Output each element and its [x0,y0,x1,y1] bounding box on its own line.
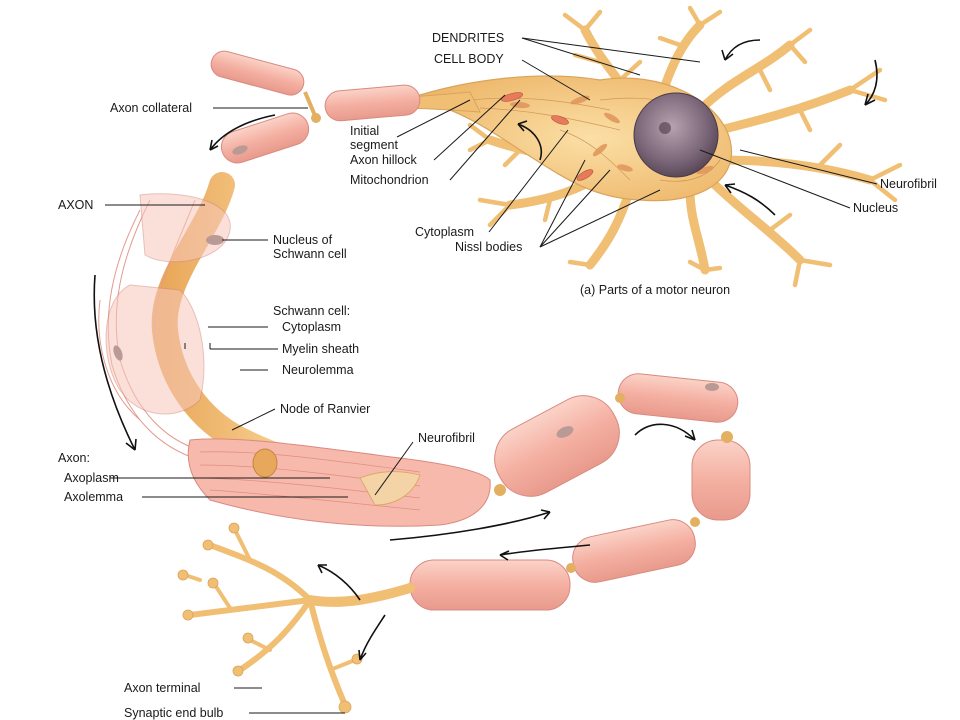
leader-lines [105,37,878,714]
schwann-nucleus-lower [113,345,123,361]
label-schwann-cell: Schwann cell: [273,304,350,318]
schwann-nuclei-upper [232,145,248,155]
nissl-bodies [510,95,714,175]
label-mitochondrion: Mitochondrion [350,173,429,187]
neurofibril-fan [359,471,421,506]
label-nucleus-of-schwann-2: Schwann cell [273,247,347,261]
label-nucleus: Nucleus [853,201,898,215]
myelin-segments-lower [409,373,751,611]
impulse-direction-arrows [93,39,878,661]
schwann-cell-upper [139,193,231,263]
label-initial-segment-1: Initial [350,124,379,138]
label-axon-collateral: Axon collateral [110,101,192,115]
label-axolemma: Axolemma [64,490,123,504]
label-axoplasm: Axoplasm [64,471,119,485]
label-node-of-ranvier: Node of Ranvier [280,402,370,416]
label-nucleus-of-schwann-1: Nucleus of [273,233,333,247]
nucleus [633,92,719,178]
schwann-nuclei-lower [556,383,719,438]
label-synaptic-end-bulb: Synaptic end bulb [124,706,223,720]
label-cytoplasm: Cytoplasm [282,320,341,334]
label-dendrites: DENDRITES [432,31,504,45]
mitochondria [501,92,594,181]
label-neurofibril-mid: Neurofibril [418,431,475,445]
labels: DENDRITES CELL BODY Axon collateral Init… [58,31,937,720]
label-initial-segment-2: segment [350,138,398,152]
nodes-lower [405,393,733,593]
label-cytoplasm-top: Cytoplasm [415,225,474,239]
label-axon-section: Axon: [58,451,90,465]
nucleolus [659,122,671,134]
axon-collateral-branch [303,91,318,119]
label-nissl-bodies: Nissl bodies [455,240,522,254]
label-neurofibril-top: Neurofibril [880,177,937,191]
synaptic-end-bulbs [177,522,363,714]
label-axon-hillock: Axon hillock [350,153,417,167]
axon-terminals [183,528,415,708]
schwann-cell-cytoplasm [105,284,205,415]
label-axon: AXON [58,198,93,212]
label-cell-body: CELL BODY [434,52,504,66]
axon-cut-end [252,448,278,478]
label-axon-terminal: Axon terminal [124,681,200,695]
label-myelin-sheath: Myelin sheath [282,342,359,356]
caption: (a) Parts of a motor neuron [580,283,730,297]
nucleus-of-schwann-cell [206,235,224,245]
label-neurolemma: Neurolemma [282,363,354,377]
